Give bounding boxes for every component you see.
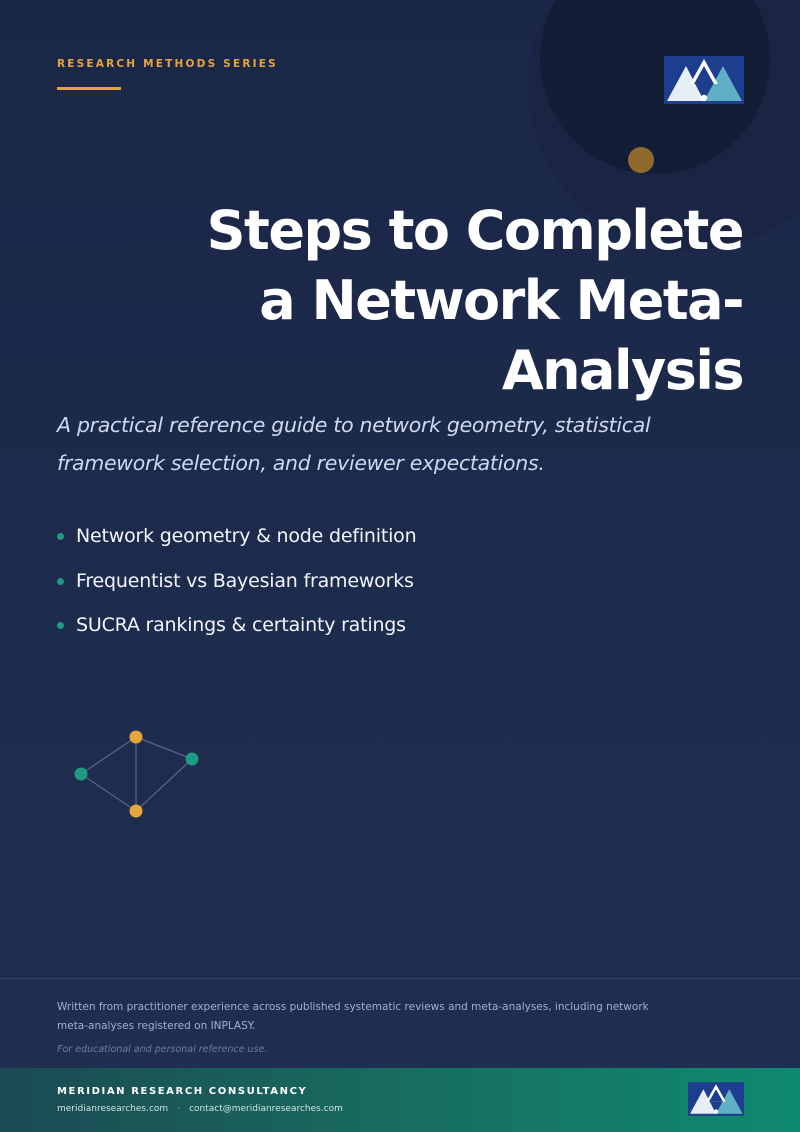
email-link[interactable]: contact@meridianresearches.com <box>189 1104 343 1114</box>
footer-band <box>0 1068 800 1132</box>
contact-row: meridianresearches.com · contact@meridianr… <box>57 1104 343 1114</box>
disclaimer-text: For educational and personal reference u… <box>57 1044 268 1055</box>
bullet-dot-icon <box>57 577 64 585</box>
bullet-dot-icon <box>57 533 64 540</box>
network-graph-icon <box>74 730 199 818</box>
credit-text: Written from practitioner experience acr… <box>57 1001 649 1032</box>
list-item-label: SUCRA rankings & certainty ratings <box>76 614 406 636</box>
decorative-gold-dot <box>628 147 654 173</box>
website-link[interactable]: meridianresearches.com <box>57 1104 169 1114</box>
list-item-label: Frequentist vs Bayesian frameworks <box>76 569 414 592</box>
title-line: Steps to Complete <box>206 199 745 262</box>
list-item: SUCRA rankings & certainty ratings <box>57 607 416 652</box>
topic-list: Network geometry & node definition Frequ… <box>57 518 417 652</box>
brand-name: MERIDIAN RESEARCH CONSULTANCY <box>57 1086 308 1097</box>
footer-divider <box>0 978 800 979</box>
bullet-dot-icon <box>57 622 64 629</box>
subtitle: A practical reference guide to network g… <box>57 413 651 475</box>
title-line: Analysis <box>501 339 745 402</box>
list-item: Frequentist vs Bayesian frameworks <box>57 563 416 608</box>
page-title: Steps to Complete a Network Meta- Analys… <box>103 196 745 406</box>
list-item-label: Network geometry & node definition <box>76 525 417 547</box>
title-line: a Network Meta- <box>259 269 744 332</box>
series-label: RESEARCH METHODS SERIES <box>57 58 278 70</box>
mountain-logo-icon <box>664 56 744 104</box>
list-item: Network geometry & node definition <box>57 518 417 563</box>
separator: · <box>177 1104 181 1114</box>
mountain-logo-icon <box>688 1082 744 1116</box>
series-underline <box>57 87 121 90</box>
